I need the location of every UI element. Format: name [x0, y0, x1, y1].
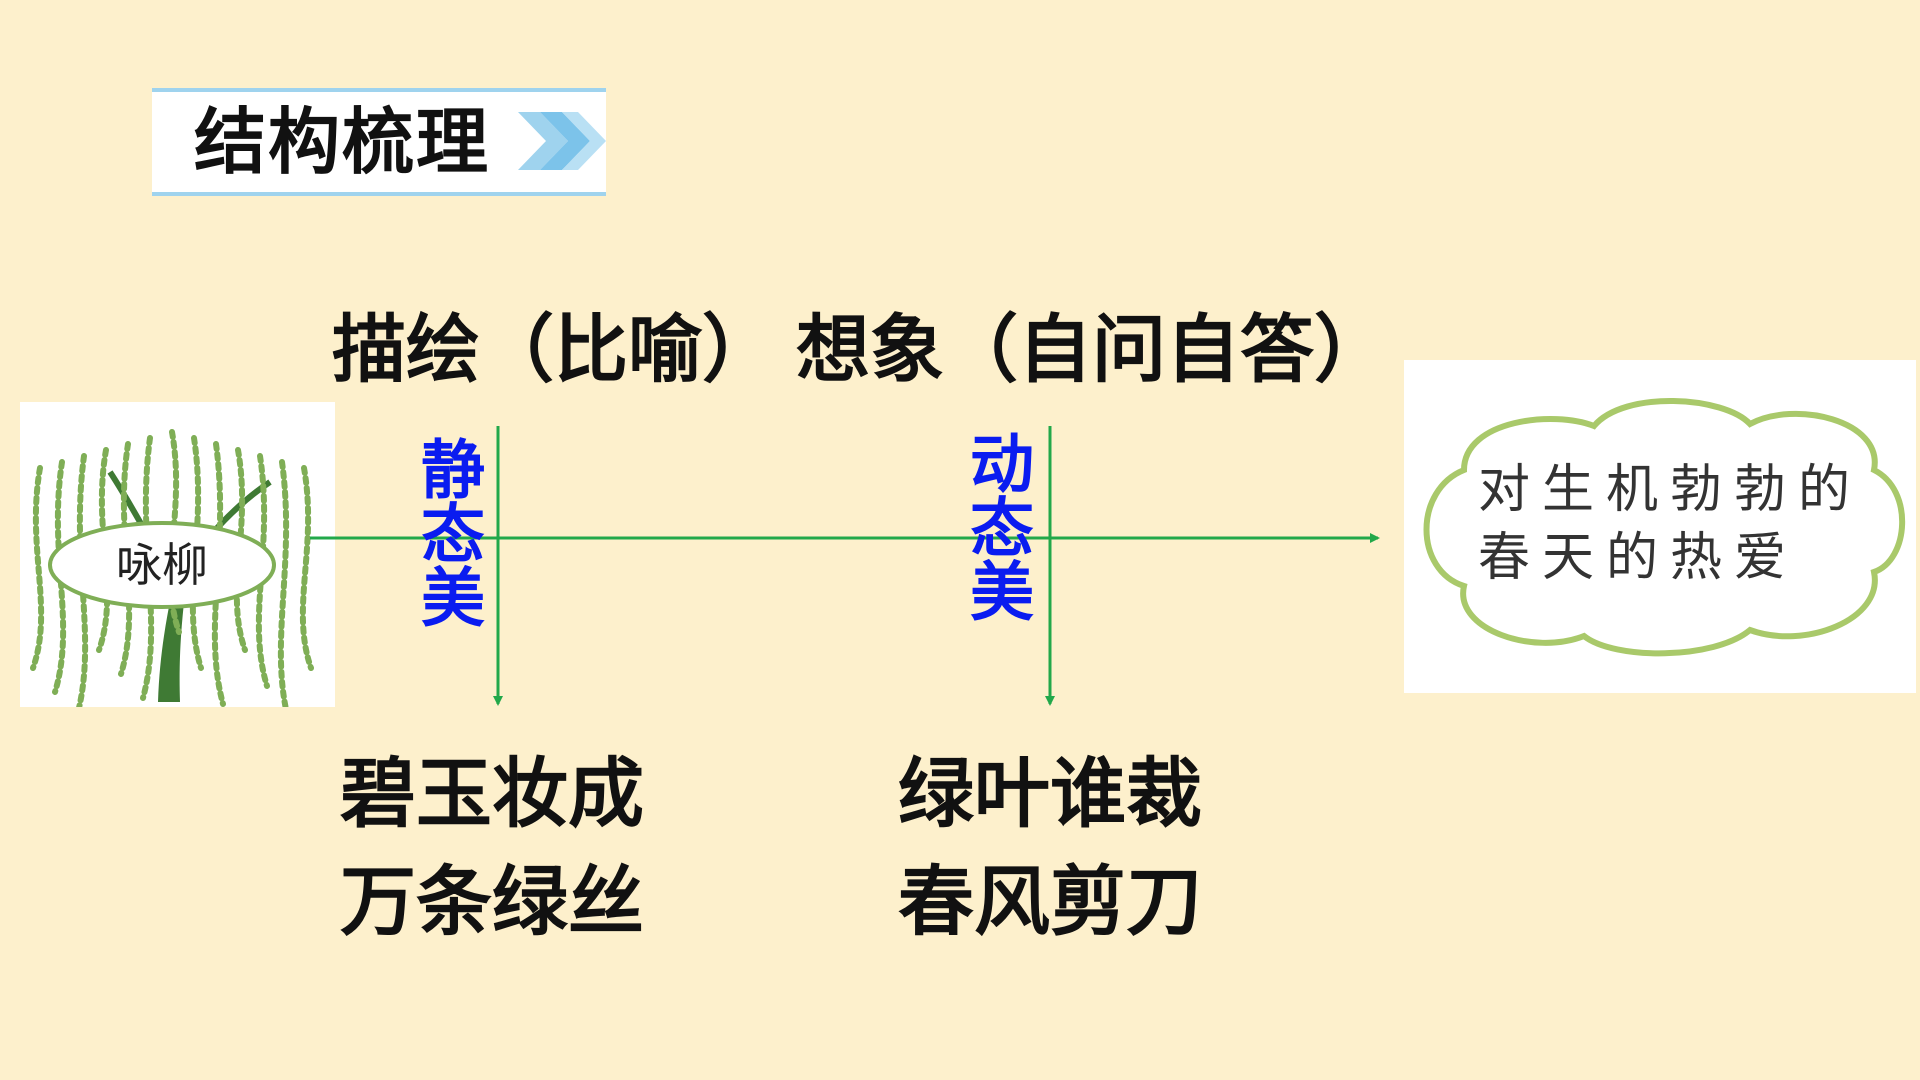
poem-line-static-1: 碧玉妆成 — [340, 749, 644, 838]
poem-line-static-2: 万条绿丝 — [340, 857, 644, 946]
branch-label-dynamic: 动态美 — [959, 430, 1033, 622]
willow-strand — [277, 459, 290, 707]
section-title: 结构梳理 — [194, 100, 491, 184]
technique-left: 描绘（比喻） — [332, 307, 776, 393]
willow-tree-icon — [30, 429, 314, 707]
poem-line-dynamic-1: 绿叶谁裁 — [898, 749, 1202, 838]
poem-line-dynamic-2: 春风剪刀 — [898, 857, 1202, 946]
branch-label-static: 静态美 — [410, 436, 484, 628]
conclusion-line-2: 春天的热爱 — [1478, 528, 1799, 588]
chevron-double-right-icon — [518, 112, 606, 170]
cloud-bubble-icon — [1423, 398, 1906, 657]
willow-strand — [299, 465, 314, 671]
willow-strand — [30, 465, 45, 671]
section-header — [152, 88, 606, 196]
start-node-label: 咏柳 — [116, 538, 208, 592]
conclusion-line-1: 对生机勃勃的 — [1478, 460, 1863, 520]
technique-right: 想象（自问自答） — [796, 307, 1388, 393]
